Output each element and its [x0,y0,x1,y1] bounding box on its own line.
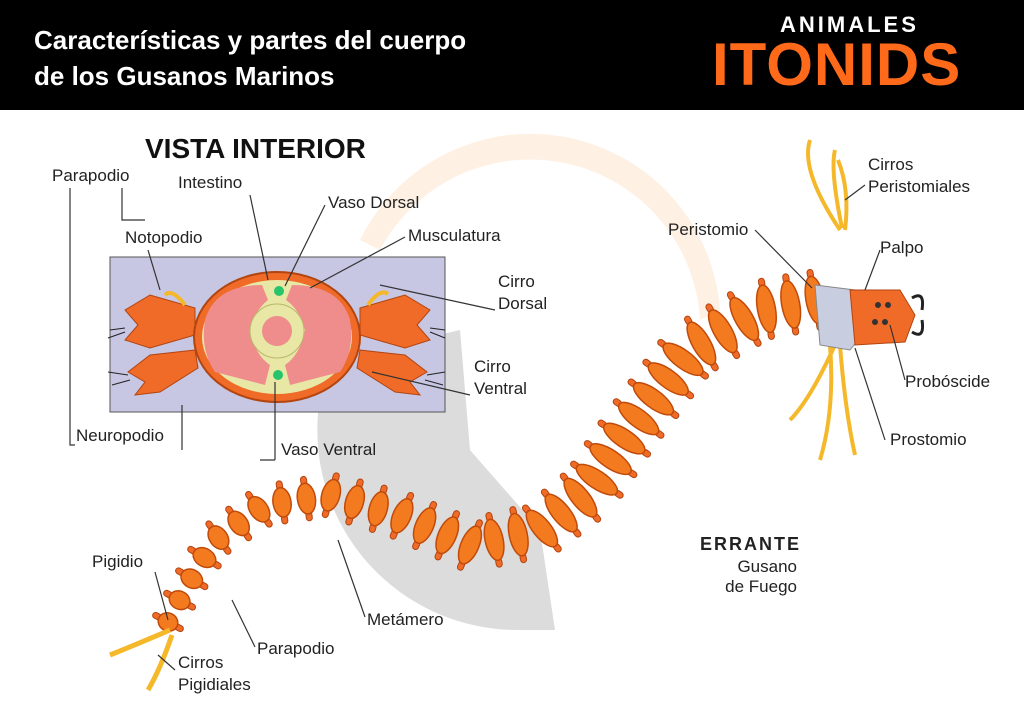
label-de-fuego: de Fuego [725,577,797,596]
worm-segment [412,501,438,551]
parapodia-right [356,290,446,396]
label-notopodio: Notopodio [125,228,203,247]
worm-segment [225,505,253,542]
label-cirro-dorsal-1: Cirro [498,272,535,291]
tail-cirri [109,627,175,692]
worm-segment [205,520,232,555]
worm-segment [627,378,680,420]
dorsal-vessel-dot [274,286,284,296]
worm-segment [570,460,624,499]
cross-section-leaders [69,188,496,461]
worm-segment [320,472,342,519]
label-metamero: Metámero [367,610,444,629]
worm-segment [434,510,461,561]
page-title: Características y partes del cuerpo de l… [34,25,467,91]
worm-labels: Cirros Peristomiales Peristomio Palpo Pr… [92,155,990,694]
label-palpo: Palpo [880,238,923,257]
header-bar: Características y partes del cuerpo de l… [0,0,1024,110]
worm-segment [163,589,197,611]
label-cirros-peristomiales-1: Cirros [868,155,913,174]
worm-segment [597,419,652,458]
worm-segment [612,398,665,439]
label-peristomio: Peristomio [668,220,748,239]
label-neuropodio: Neuropodio [76,426,164,445]
worm-segment [456,519,483,571]
label-vaso-dorsal: Vaso Dorsal [328,193,419,212]
worm-segment [245,490,273,528]
label-parapodio-worm: Parapodio [257,639,335,658]
worm-segment [705,303,741,360]
worm-type: ERRANTE Gusano de Fuego [700,534,801,596]
worm-leaders [154,184,906,671]
logo-wordmark: ITONIDS [712,31,962,98]
fireworm-body [152,268,826,633]
worm-segment [367,484,389,533]
worm-segment [483,512,505,568]
label-cirro-dorsal-2: Dorsal [498,294,547,313]
section-title: VISTA INTERIOR [145,133,366,164]
label-cirros-pigidiales-2: Pigidiales [178,675,251,694]
label-musculatura: Musculatura [408,226,501,245]
label-gusano: Gusano [737,557,797,576]
worm-segment [780,273,802,336]
label-cirros-pigidiales-1: Cirros [178,653,223,672]
label-proboscide: Probóscide [905,372,990,391]
label-parapodio-top: Parapodio [52,166,130,185]
worm-segment [343,478,366,526]
label-vaso-ventral: Vaso Ventral [281,440,376,459]
parapodia-left [107,291,199,396]
worm-segment [175,567,209,591]
label-prostomio: Prostomio [890,430,967,449]
cross-section [107,256,446,413]
worm-segment [507,506,529,564]
label-pigidio: Pigidio [92,552,143,571]
cross-section-labels: Parapodio Notopodio Intestino Vaso Dorsa… [52,166,547,459]
worm-segment [272,480,292,525]
worm-segment [296,475,317,522]
worm-head [788,139,924,461]
label-errante: ERRANTE [700,534,801,554]
label-cirro-ventral-2: Ventral [474,379,527,398]
label-cirro-ventral-1: Cirro [474,357,511,376]
worm-segment [657,338,709,380]
worm-segment [683,315,719,372]
label-cirros-peristomiales-2: Peristomiales [868,177,970,196]
worm-segment [522,504,562,553]
worm-segment [389,491,415,540]
ventral-vessel-dot [273,370,283,380]
label-intestino: Intestino [178,173,242,192]
logo-subtitle: ANIMALES [780,12,919,37]
worm-segment [559,472,602,523]
worm-segment [583,440,638,479]
worm-segment [726,291,762,347]
worm-segment [187,545,222,570]
worm-segment [642,358,695,400]
worm-segment [152,611,184,633]
worm-segment [540,488,582,538]
worm-segment [755,277,778,340]
worm-diagram: VISTA INTERIOR [52,133,990,694]
